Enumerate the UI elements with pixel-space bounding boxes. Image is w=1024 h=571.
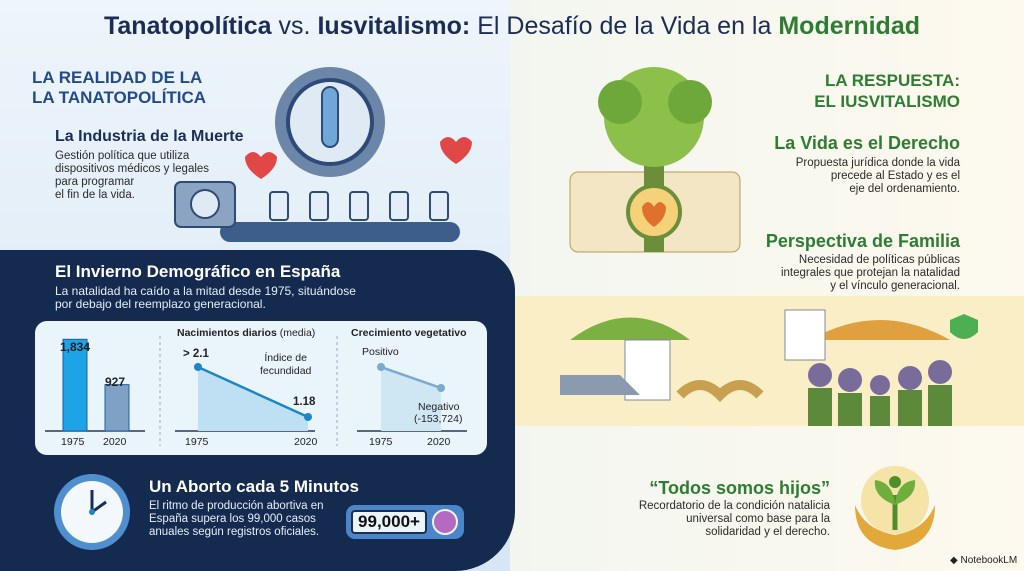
point-positive [377, 363, 385, 371]
bar-2020 [104, 384, 130, 432]
industry-heading: La Industria de la Muerte [55, 128, 244, 145]
x-tick: 2020 [427, 436, 451, 448]
x-tick: 2020 [103, 436, 127, 448]
data-label: > 2.1 [183, 348, 209, 360]
death-industry-illustration [174, 67, 472, 242]
children-heading: “Todos somos hijos” [649, 478, 830, 498]
abortion-heading: Un Aborto cada 5 Minutos [149, 477, 359, 496]
winter-heading: El Invierno Demográfico en España [55, 262, 341, 281]
tree-of-life-illustration [569, 67, 741, 253]
hands-sprout-icon [855, 466, 935, 550]
point-negative [437, 384, 445, 392]
section-title-iusvitalismo: LA RESPUESTA:EL IUSVITALISMO [814, 71, 960, 111]
data-label: 1.18 [293, 396, 316, 408]
data-label: Negativo [418, 401, 460, 413]
family-protection-illustration [560, 309, 978, 426]
data-label: (-153,724) [414, 413, 463, 425]
counter-value: 99,000+ [351, 510, 427, 534]
notebooklm-brand: ◆ NotebookLM [950, 555, 1018, 566]
fertility-line [197, 365, 309, 419]
bar-label-2020: 927 [105, 375, 126, 389]
point-1975 [194, 363, 202, 371]
growth-line [380, 365, 442, 390]
growth-chart-title: Crecimiento vegetativo [351, 327, 467, 339]
data-label: Positivo [362, 346, 399, 358]
page-title: Tanatopolítica vs. Iusvitalismo: El Desa… [103, 12, 921, 40]
abortion-counter: 99,000+ [346, 505, 464, 539]
bar-1975 [62, 338, 88, 432]
x-tick: 1975 [185, 436, 209, 448]
life-heading: La Vida es el Derecho [774, 133, 960, 153]
births-chart-title: Nacimientos diarios (media) [177, 327, 316, 339]
x-tick: 1975 [369, 436, 393, 448]
pregnancy-icon [432, 509, 458, 535]
bar-label-1975: 1,834 [60, 340, 91, 354]
family-heading: Perspectiva de Familia [765, 231, 960, 251]
winter-text: La natalidad ha caído a la mitad desde 1… [55, 284, 356, 311]
clock-icon [54, 474, 130, 550]
x-tick: 2020 [294, 436, 318, 448]
right-background [510, 0, 1024, 571]
line-area-1 [198, 367, 308, 431]
x-tick: 1975 [61, 436, 85, 448]
point-2020 [304, 413, 312, 421]
charts-svg [45, 336, 467, 446]
